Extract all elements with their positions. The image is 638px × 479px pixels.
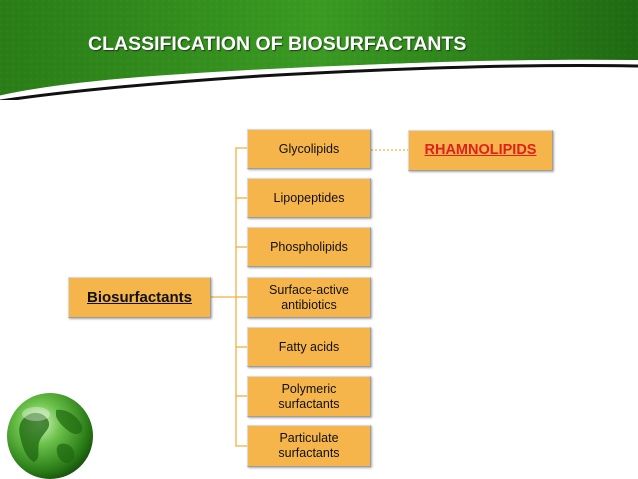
root-node-label: Biosurfactants — [86, 289, 193, 306]
category-label: Fatty acids — [278, 339, 340, 354]
category-phospholipids: Phospholipids — [247, 227, 371, 267]
category-fatty-acids: Fatty acids — [247, 327, 371, 367]
category-polymeric-surfactants: Polymeric surfactants — [247, 376, 371, 417]
category-label: Particulate surfactants — [278, 431, 340, 460]
earth-globe-icon — [7, 393, 93, 479]
category-particulate-surfactants: Particulate surfactants — [247, 425, 371, 467]
category-surface-active-antibiotics: Surface-active antibiotics — [247, 277, 371, 318]
category-label: Surface-active antibiotics — [269, 282, 349, 312]
sub-node-label: RHAMNOLIPIDS — [424, 142, 537, 158]
page-title: CLASSIFICATION OF BIOSURFACTANTS — [88, 33, 467, 55]
category-label: Lipopeptides — [273, 190, 345, 205]
category-lipopeptides: Lipopeptides — [247, 178, 371, 218]
category-label: Polymeric surfactants — [278, 381, 340, 411]
category-glycolipids: Glycolipids — [247, 129, 371, 169]
sub-node-rhamnolipids: RHAMNOLIPIDS — [408, 130, 553, 171]
category-label: Phospholipids — [270, 239, 348, 254]
header-band — [0, 0, 638, 100]
category-label: Glycolipids — [278, 141, 340, 156]
root-node-biosurfactants: Biosurfactants — [68, 277, 211, 318]
